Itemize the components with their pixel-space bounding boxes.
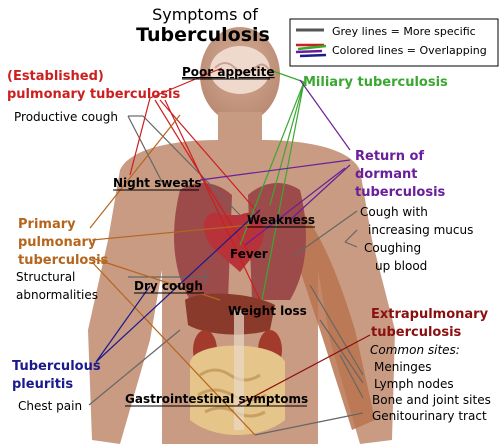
cough-blood-label-1: Coughing xyxy=(364,241,421,255)
weight-loss-label: Weight loss xyxy=(228,304,307,318)
site-meninges: Meninges xyxy=(374,360,432,374)
pleuritis-label-1: Tuberculous xyxy=(12,359,101,374)
common-sites-label: Common sites: xyxy=(370,343,460,357)
legend-colored-text: Colored lines = Overlapping xyxy=(332,44,487,57)
legend-grey-text: Grey lines = More specific xyxy=(332,25,476,38)
left-lung xyxy=(174,183,232,300)
return-label-3: tuberculosis xyxy=(355,185,446,200)
brain-organ xyxy=(210,46,270,94)
gi-symptoms-label: Gastrointestinal symptoms xyxy=(125,392,308,406)
site-genitourinary: Genitourinary tract xyxy=(372,409,487,423)
right-lung xyxy=(248,183,306,300)
legend: Grey lines = More specific Colored lines… xyxy=(289,18,499,67)
return-label-1: Return of xyxy=(355,149,424,164)
miliary-label: Miliary tuberculosis xyxy=(303,75,448,90)
dry-cough-label: Dry cough xyxy=(134,279,203,293)
return-label-2: dormant xyxy=(355,167,417,182)
pleuritis-label-2: pleuritis xyxy=(12,377,73,392)
cough-blood-label-2: up blood xyxy=(375,259,427,273)
poor-appetite-label: Poor appetite xyxy=(182,65,275,79)
primary-label-2: pulmonary xyxy=(18,235,97,250)
weakness-label: Weakness xyxy=(247,213,315,227)
structural-label-2: abnormalities xyxy=(16,288,98,302)
connector-lines xyxy=(88,67,371,436)
fever-label: Fever xyxy=(230,247,268,261)
cough-mucus-label-1: Cough with xyxy=(360,205,428,219)
established-label-2: pulmonary tuberculosis xyxy=(7,87,180,102)
structural-label-1: Structural xyxy=(16,270,75,284)
colored-lines-swatch xyxy=(299,53,327,58)
site-lymph-nodes: Lymph nodes xyxy=(374,377,454,391)
cough-mucus-label-2: increasing mucus xyxy=(368,223,473,237)
body-silhouette xyxy=(88,27,395,444)
primary-label-3: tuberculosis xyxy=(18,253,109,268)
site-bone-joint: Bone and joint sites xyxy=(372,393,491,407)
extra-label-1: Extrapulmonary xyxy=(371,307,489,322)
chest-pain-label: Chest pain xyxy=(18,399,82,413)
extra-label-2: tuberculosis xyxy=(371,325,462,340)
primary-label-1: Primary xyxy=(18,217,76,232)
title-line-1: Symptoms of xyxy=(152,5,258,24)
productive-cough-label: Productive cough xyxy=(14,110,118,124)
title-line-2: Tuberculosis xyxy=(136,24,270,46)
night-sweats-label: Night sweats xyxy=(113,176,202,190)
established-label-1: (Established) xyxy=(7,69,104,84)
